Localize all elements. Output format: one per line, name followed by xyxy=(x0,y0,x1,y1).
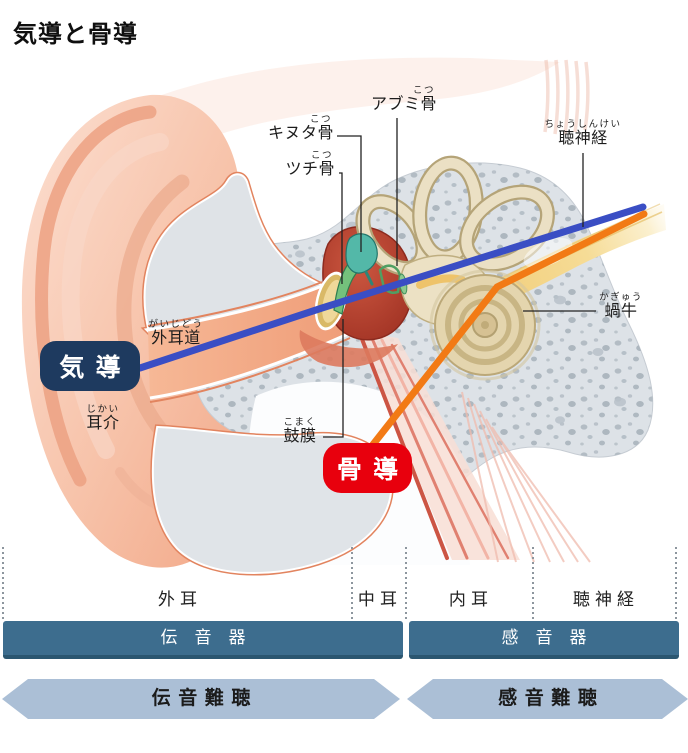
zone-divider-inner-nerve xyxy=(532,547,534,621)
air-conduction-badge-label: 気導 xyxy=(59,354,132,382)
stapes-text: アブミ骨 xyxy=(370,96,437,114)
auricle-furigana: じかい xyxy=(86,404,120,415)
incus-furigana: こつ xyxy=(309,114,332,125)
zone-divider-middle-inner xyxy=(405,547,407,621)
label-connector-lines xyxy=(323,118,596,438)
ossicles xyxy=(333,233,408,315)
auricle-text: 耳介 xyxy=(86,415,120,433)
label-stapes: こつ アブミ骨 xyxy=(353,85,437,114)
scalp-skin-band xyxy=(135,57,590,151)
label-ear-canal: がいじどう 外耳道 xyxy=(146,319,206,348)
bone-conduction-badge: 骨導 xyxy=(323,443,412,493)
zone-label-outer-ear: 外耳 xyxy=(157,590,203,609)
cochlea-text: 蝸牛 xyxy=(604,303,638,321)
eardrum-text: 鼓膜 xyxy=(283,428,317,446)
label-cochlea: かぎゅう 蝸牛 xyxy=(598,292,644,321)
muscle-fan xyxy=(461,391,591,563)
malleus-text: ツチ骨 xyxy=(285,161,335,179)
malleus-furigana: こつ xyxy=(310,150,333,161)
incus-text: キヌタ骨 xyxy=(267,125,334,143)
conductive-loss-arrow: 伝音難聴 xyxy=(2,679,400,719)
zone-label-nerve: 聴神経 xyxy=(572,590,640,609)
bone-conduction-badge-label: 骨導 xyxy=(336,456,410,484)
label-eardrum: こまく 鼓膜 xyxy=(279,417,321,446)
page-title: 気導と骨導 xyxy=(13,21,138,48)
air-conduction-badge: 気導 xyxy=(40,341,140,391)
zone-divider-left-edge xyxy=(2,547,4,621)
auditory-nerve-text: 聴神経 xyxy=(558,130,608,148)
label-malleus: こつ ツチ骨 xyxy=(281,150,335,179)
zone-divider-outer-middle xyxy=(351,547,353,621)
cochlea-furigana: かぎゅう xyxy=(599,292,643,303)
ear-canal-text: 外耳道 xyxy=(151,330,201,348)
cochlea-spiral xyxy=(429,269,541,381)
sensorineural-apparatus-bar: 感音器 xyxy=(409,621,679,659)
label-incus: こつ キヌタ骨 xyxy=(262,114,334,143)
stapes-furigana: こつ xyxy=(412,85,435,96)
label-auricle: じかい 耳介 xyxy=(83,404,123,433)
ear-anatomy-illustration xyxy=(21,57,666,576)
air-conduction-line xyxy=(136,203,647,372)
ear-canal-furigana: がいじどう xyxy=(148,319,204,330)
label-auditory-nerve: ちょうしんけい 聴神経 xyxy=(544,119,622,148)
zone-label-middle-ear: 中耳 xyxy=(357,590,403,609)
auditory-nerve-furigana: ちょうしんけい xyxy=(544,119,622,130)
eardrum-furigana: こまく xyxy=(283,417,317,428)
conductive-apparatus-bar: 伝音器 xyxy=(3,621,403,659)
sensorineural-loss-arrow: 感音難聴 xyxy=(407,679,688,719)
bone-conduction-line xyxy=(367,210,648,451)
zone-divider-right-edge xyxy=(675,547,677,621)
zone-label-inner-ear: 内耳 xyxy=(448,590,494,609)
